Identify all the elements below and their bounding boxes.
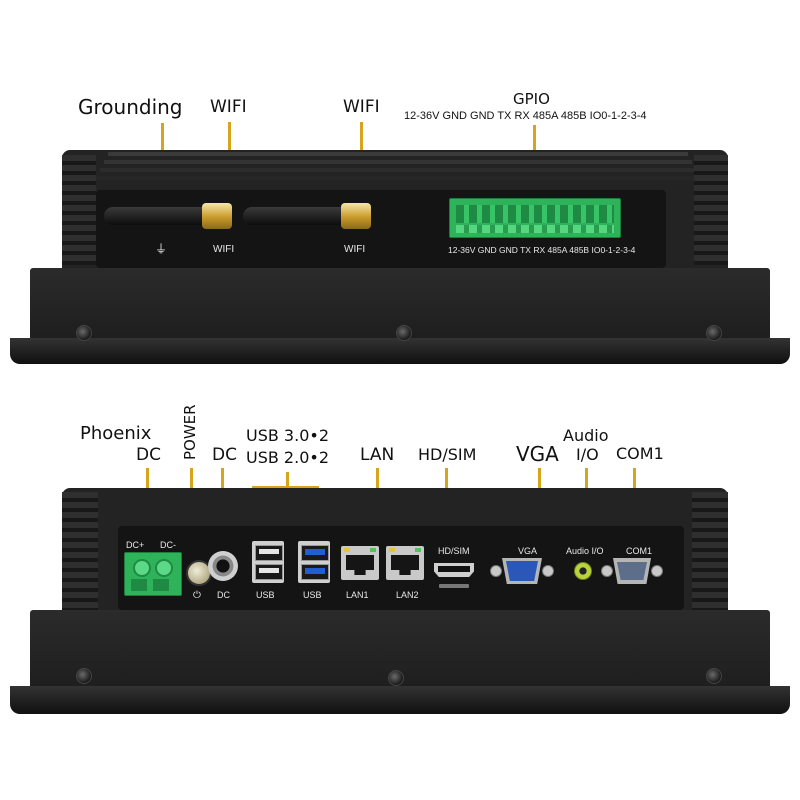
audio-io-silk: Audio I/O [566, 546, 604, 556]
bottom-screw-middle [388, 670, 404, 686]
dc-plus-silk: DC+ [126, 540, 145, 550]
gpio-pins-callout: 12-36V GND GND TX RX 485A 485B IO0-1-2-3… [404, 110, 647, 122]
phoenix-callout: Phoenix [80, 423, 152, 444]
dc-jack[interactable] [208, 551, 238, 581]
dc-minus-silk: DC- [160, 540, 176, 550]
usb3-callout: USB 3.0•2 [246, 426, 329, 445]
lan1-port[interactable] [341, 546, 379, 580]
gpio-pins-silk: 12-36V GND GND TX RX 485A 485B IO0-1-2-3… [448, 245, 636, 255]
power-symbol-silk: ⏻ [193, 590, 201, 601]
vga-left-screw [490, 565, 502, 577]
lan2-port[interactable] [386, 546, 424, 580]
lan-callout: LAN [360, 445, 395, 465]
lan1-led-left [344, 548, 350, 552]
antenna-body-1 [104, 207, 204, 225]
top-right-side-vent [694, 155, 728, 265]
sim-slot[interactable] [439, 584, 469, 588]
dc-silk: DC [217, 590, 230, 600]
bottom-right-side-vent [692, 492, 728, 610]
lan1-led-right [370, 548, 376, 552]
lan2-led-right [415, 548, 421, 552]
audio-io-callout: I/O [576, 445, 599, 464]
usb2-port-top [255, 545, 283, 561]
wifi-silk-2: WIFI [344, 244, 366, 255]
antenna-body-2 [243, 207, 343, 225]
vga-socket [506, 561, 538, 581]
wifi-antenna-2 [243, 203, 373, 229]
bottom-left-side-vent [62, 492, 98, 610]
gpio-pin-screws [456, 225, 614, 233]
top-front-lip [10, 338, 790, 364]
top-left-side-vent [62, 155, 96, 265]
vga-callout: VGA [516, 442, 559, 466]
lan1-socket [346, 555, 374, 575]
vga-silk: VGA [518, 546, 538, 556]
ground-symbol: ⏚ [155, 242, 168, 256]
usb-bracket-top [252, 486, 318, 489]
audio-callout: Audio [563, 426, 609, 445]
vga-right-screw [542, 565, 554, 577]
antenna-connector-2 [341, 203, 371, 229]
top-screw-left [76, 325, 92, 341]
gpio-callout: GPIO [513, 90, 550, 108]
bottom-screw-right [706, 668, 722, 684]
grounding-callout: Grounding [78, 95, 183, 119]
wifi-silk-1: WIFI [213, 244, 235, 255]
terminal-screw-2 [155, 559, 173, 577]
wifi-antenna-1 [104, 203, 234, 229]
wifi-callout-2: WIFI [343, 97, 380, 117]
usb2-callout: USB 2.0•2 [246, 448, 329, 467]
hd-sim-silk: HD/SIM [438, 546, 470, 556]
com1-silk: COM1 [626, 546, 653, 556]
usb-silk-2: USB [303, 590, 322, 600]
bottom-front-lip [10, 686, 790, 714]
hdmi-port[interactable] [434, 563, 474, 577]
terminal-screw-1 [133, 559, 151, 577]
usb-silk-1: USB [256, 590, 275, 600]
usb3-port-stack[interactable] [298, 541, 330, 583]
dc-callout: DC [212, 445, 237, 465]
usb3-port-top [301, 545, 329, 561]
gpio-pin-slots [456, 205, 614, 223]
hd-sim-callout: HD/SIM [418, 445, 477, 464]
top-panel: Grounding WIFI WIFI GPIO 12-36V GND GND … [10, 90, 790, 364]
gpio-terminal-block[interactable] [449, 198, 621, 238]
power-callout: POWER [181, 404, 199, 460]
usb2-port-bottom [255, 564, 283, 580]
bottom-panel: Phoenix DC POWER DC USB 3.0•2 USB 2.0•2 … [0, 400, 800, 800]
com1-callout: COM1 [616, 444, 664, 463]
lan2-silk: LAN2 [396, 590, 419, 600]
com1-left-screw [601, 565, 613, 577]
lan2-led-left [389, 548, 395, 552]
audio-jack[interactable] [574, 562, 592, 580]
com1-port[interactable] [601, 558, 663, 584]
lan2-socket [391, 555, 419, 575]
antenna-connector-1 [202, 203, 232, 229]
phoenix-dc-callout: DC [136, 445, 161, 465]
usb3-port-bottom [301, 564, 329, 580]
wifi-callout-1: WIFI [210, 97, 247, 117]
terminal-slots [131, 579, 173, 591]
bottom-screw-left [76, 668, 92, 684]
top-screw-right [706, 325, 722, 341]
usb-bracket-stem [286, 472, 289, 487]
com1-right-screw [651, 565, 663, 577]
phoenix-dc-terminal[interactable] [124, 552, 182, 596]
com1-socket [617, 562, 647, 580]
usb2-port-stack[interactable] [252, 541, 284, 583]
top-screw-middle [396, 325, 412, 341]
vga-port[interactable] [490, 558, 554, 584]
lan1-silk: LAN1 [346, 590, 369, 600]
